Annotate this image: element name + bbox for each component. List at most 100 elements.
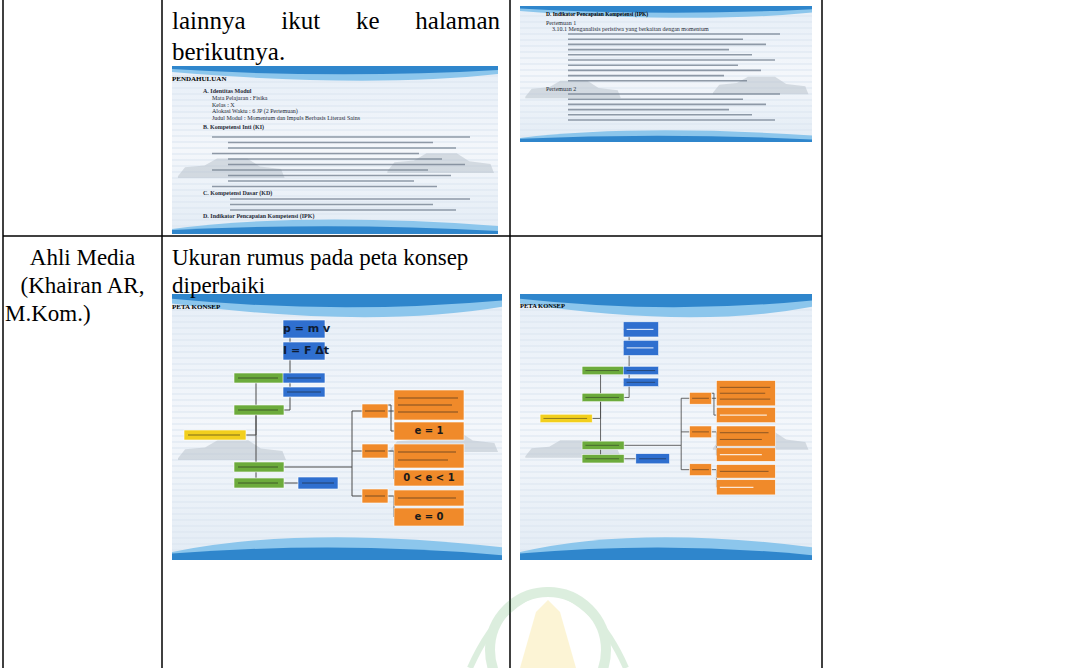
formula-text: p = m v [283, 320, 325, 338]
small-print-line [228, 147, 456, 149]
map-small-print [585, 397, 619, 398]
page-heading: PETA KONSEP [172, 303, 502, 312]
small-print-line [228, 180, 414, 182]
map-box [283, 387, 325, 397]
screenshot-texture [172, 148, 498, 149]
screenshot-texture [520, 520, 812, 521]
small-print-line [212, 136, 470, 138]
screenshot-texture [172, 382, 502, 383]
screenshot-texture [172, 136, 498, 137]
map-box [690, 392, 712, 404]
map-box [582, 393, 624, 401]
map-box [362, 489, 388, 503]
map-box [623, 340, 658, 355]
map-small-print [398, 498, 456, 499]
small-print-line [230, 209, 456, 211]
screenshot-ground [172, 294, 502, 560]
map-box [716, 480, 775, 495]
map-box [636, 454, 670, 464]
screenshot-texture [520, 328, 812, 329]
screenshot-texture [520, 124, 812, 125]
map-box [623, 366, 658, 374]
map-box [234, 373, 284, 383]
small-print: Judul Modul : Momentum dan Impuls Berbas… [212, 115, 360, 122]
small-print-line [228, 175, 451, 177]
screenshot-texture [520, 46, 812, 47]
map-small-print [302, 483, 334, 484]
screenshot-texture [520, 76, 812, 77]
map-small-print [627, 382, 656, 383]
map-box [283, 320, 325, 338]
map-small-print [238, 467, 278, 468]
screenshot-texture [172, 340, 502, 341]
small-print-line [568, 59, 775, 61]
small-print-line [212, 169, 428, 171]
cell-text: Ukuran rumus pada peta konsep diperbaiki [172, 244, 500, 300]
map-small-print [720, 393, 765, 394]
small-print-line [568, 38, 743, 40]
small-print-lines [568, 34, 780, 81]
small-print-line [228, 142, 433, 144]
map-box [394, 444, 464, 468]
table-rule [161, 0, 163, 668]
small-print-line [568, 104, 766, 106]
map-wire [681, 431, 689, 432]
table-rule [3, 235, 822, 237]
map-box [716, 426, 775, 446]
map-box [234, 462, 284, 472]
screenshot-texture [520, 352, 812, 353]
map-small-print [543, 418, 587, 419]
screenshot-page: PETA KONSEP [172, 294, 502, 560]
small-print-line [568, 114, 752, 116]
map-wire [388, 451, 394, 479]
map-small-print [585, 370, 619, 371]
car-silhouette [525, 81, 621, 99]
screenshot-texture [172, 388, 502, 389]
screenshot-texture [172, 328, 502, 329]
screenshot-texture [520, 526, 812, 527]
table-cell: Ahli Media (Khairan AR, M.Kom.) [3, 236, 162, 668]
map-box [690, 426, 712, 438]
table-rule [2, 0, 4, 668]
small-print-line [212, 186, 437, 188]
small-print: D. Indikator Pencapaian Kompetensi (IPK) [203, 213, 314, 220]
map-box [184, 430, 246, 440]
map-small-print [627, 347, 654, 348]
watermark-arc [470, 590, 626, 668]
screenshot-texture [172, 352, 502, 353]
map-small-print [627, 329, 654, 330]
wave-band [172, 66, 498, 74]
small-print-line [568, 64, 738, 66]
watermark-emblem [520, 600, 576, 668]
map-wire [352, 467, 362, 496]
screenshot-texture [520, 118, 812, 119]
map-box [298, 477, 338, 489]
formula-text: e = 0 [394, 508, 464, 526]
map-box [716, 465, 775, 478]
small-print: Alokasi Waktu : 6 JP (2 Pertemuan) [212, 108, 298, 115]
screenshot-texture [520, 340, 812, 341]
map-small-print [365, 496, 385, 497]
map-wire [388, 405, 394, 431]
map-box [283, 373, 325, 383]
map-box [362, 404, 388, 418]
screenshot-ground [520, 6, 812, 142]
cell-text: Ahli Media (Khairan AR, M.Kom.) [5, 244, 160, 328]
page-heading: D. Indikator Pencapaian Kompetensi (IPK) [546, 11, 812, 18]
map-small-print [720, 399, 770, 400]
map-small-print [238, 410, 278, 411]
concept-map-figure [184, 320, 464, 526]
screenshot-texture [520, 514, 812, 515]
small-print-line [568, 70, 761, 72]
screenshot-ground [172, 66, 498, 234]
small-print-line [228, 164, 465, 166]
small-print-line [568, 80, 747, 82]
screenshot-texture [172, 334, 502, 335]
map-box [234, 478, 284, 488]
small-print-lines [212, 137, 470, 187]
small-print: C. Kompetensi Dasar (KD) [203, 190, 272, 197]
map-wire [284, 411, 362, 467]
screenshot-image [172, 294, 502, 560]
screenshot-texture [520, 370, 812, 371]
screenshot-texture [172, 322, 502, 323]
